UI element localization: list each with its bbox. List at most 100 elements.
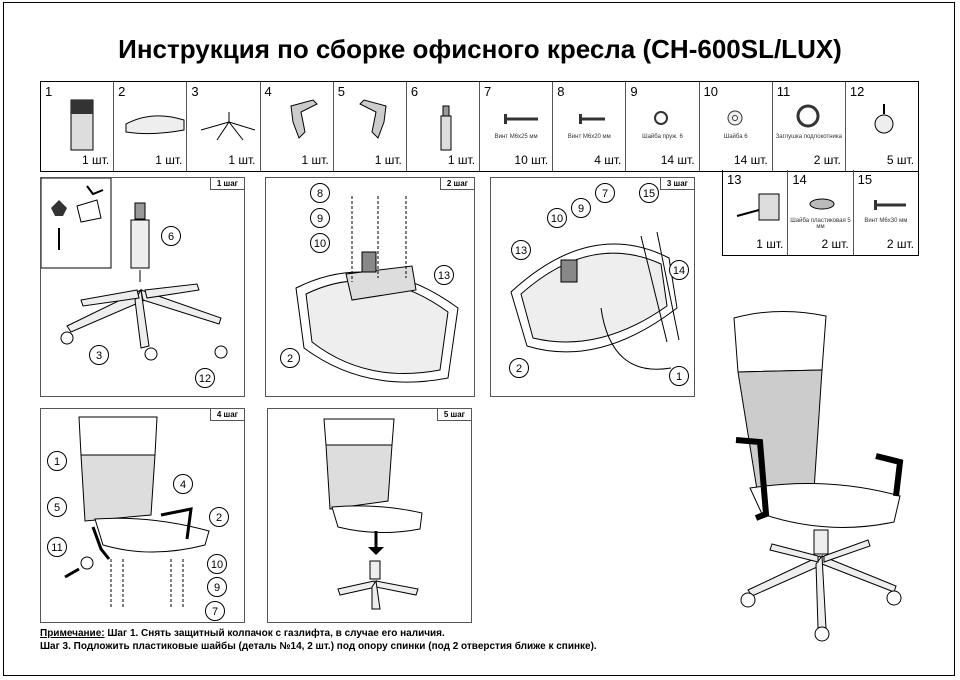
callout: 2 xyxy=(509,358,529,378)
part-qty: 2 шт. xyxy=(886,237,914,251)
part-number: 8 xyxy=(557,84,565,99)
screw-part-image xyxy=(873,200,906,210)
part-cell: 4 1 шт. xyxy=(261,82,334,171)
note-label: Примечание: xyxy=(40,628,105,639)
callout: 9 xyxy=(571,198,591,218)
part-number: 6 xyxy=(410,84,419,99)
part-qty: 14 шт. xyxy=(660,153,695,167)
callout: 1 xyxy=(47,451,67,471)
part-cell: 7 Винт М6х25 мм 10 шт. xyxy=(480,82,554,171)
part-qty: 10 шт. xyxy=(514,153,549,167)
callout: 3 xyxy=(89,345,109,365)
part-cell: 5 1 шт. xyxy=(334,82,407,171)
callout: 6 xyxy=(161,226,181,246)
part-cell: 2 1 шт. xyxy=(114,82,188,171)
part-label: Шайба 6 xyxy=(723,134,748,140)
screw-part-image xyxy=(579,114,606,124)
callout: 11 xyxy=(47,537,67,557)
step-5-diagram xyxy=(323,418,423,610)
part-qty: 4 шт. xyxy=(594,153,622,167)
base-part-image xyxy=(201,112,256,141)
part-qty: 1 шт. xyxy=(301,153,329,167)
parts-table: 1 1 шт. 2 1 шт. 3 1 шт. 4 1 шт. 5 1 шт. … xyxy=(40,81,919,172)
part-number: 10 xyxy=(703,84,719,99)
part-number: 2 xyxy=(118,84,126,99)
callout: 9 xyxy=(310,208,330,228)
callout: 7 xyxy=(205,601,225,621)
part-cell: 6 1 шт. xyxy=(407,82,481,171)
step-tag: 3 шаг xyxy=(659,178,694,190)
callout: 2 xyxy=(209,507,229,527)
part-qty: 1 шт. xyxy=(374,153,402,167)
callout: 8 xyxy=(310,183,330,203)
part-number: 3 xyxy=(191,84,199,99)
step-1-diagram xyxy=(41,178,228,361)
callout: 14 xyxy=(669,260,689,280)
step-2-panel: 2 шаг 8 9 10 13 2 xyxy=(265,177,475,397)
callout: 4 xyxy=(173,474,193,494)
seat-part-image xyxy=(125,115,185,135)
step-3-diagram xyxy=(510,231,680,370)
part-number: 13 xyxy=(727,172,742,187)
part-cell: 9 Шайба пруж. 6 14 шт. xyxy=(626,82,700,171)
washer-part-image xyxy=(727,110,743,126)
backrest-part-image xyxy=(70,99,94,151)
part-label: Шайба пластиковая 5 мм xyxy=(790,218,851,230)
step-tag: 4 шаг xyxy=(209,409,244,421)
part-qty: 14 шт. xyxy=(733,153,768,167)
page-title: Инструкция по сборке офисного кресла (CH… xyxy=(118,34,842,64)
right-armrest-part-image xyxy=(358,99,387,139)
callout: 10 xyxy=(207,554,227,574)
part-cell: 8 Винт М6х20 мм 4 шт. xyxy=(553,82,627,171)
part-number: 9 xyxy=(630,84,638,99)
gas-lift-part-image xyxy=(440,105,452,151)
part-number: 12 xyxy=(849,84,865,99)
step-4-panel: 4 шаг 1 4 5 2 11 10 9 7 xyxy=(40,408,245,623)
part-cell: 11 Заглушка подлокотника 2 шт. xyxy=(773,82,846,171)
armrest-cap-part-image xyxy=(796,104,820,128)
plastic-washer-part-image xyxy=(809,198,835,210)
part-label: Винт М6х25 мм xyxy=(494,134,538,140)
callout: 7 xyxy=(595,183,615,203)
note-line-2: Шаг 3. Подложить пластиковые шайбы (дета… xyxy=(40,641,597,652)
part-label: Шайба пруж. 6 xyxy=(642,134,683,140)
part-number: 5 xyxy=(337,84,345,99)
callout: 12 xyxy=(195,368,215,388)
part-qty: 1 шт. xyxy=(447,153,476,167)
left-armrest-part-image xyxy=(289,99,318,139)
part-cell: 13 1 шт. xyxy=(723,170,789,255)
callout: 5 xyxy=(47,497,67,517)
part-number: 14 xyxy=(792,172,807,187)
part-label: Заглушка подлокотника xyxy=(775,134,842,140)
assembled-chair-image xyxy=(733,311,904,642)
part-number: 4 xyxy=(264,84,272,99)
part-cell: 1 1 шт. xyxy=(41,82,115,171)
caster-part-image xyxy=(874,104,894,134)
note-text: Шаг 1. Снять защитный колпачок с газлифт… xyxy=(104,628,445,639)
step-tag: 5 шаг xyxy=(436,409,471,421)
part-cell: 3 1 шт. xyxy=(187,82,261,171)
part-qty: 1 шт. xyxy=(155,153,183,167)
callout: 2 xyxy=(280,348,300,368)
step-2-diagram xyxy=(295,196,459,383)
callout: 13 xyxy=(511,240,531,260)
step-1-panel: 1 шаг 6 3 12 xyxy=(40,177,245,397)
part-qty: 1 шт. xyxy=(228,153,256,167)
note-line-1: Примечание: Шаг 1. Снять защитный колпач… xyxy=(40,628,445,639)
part-qty: 1 шт. xyxy=(82,153,110,167)
part-qty: 2 шт. xyxy=(813,153,841,167)
part-qty: 5 шт. xyxy=(886,153,915,167)
part-cell: 15 Винт М6х30 мм 2 шт. xyxy=(854,170,918,255)
part-cell: 14 Шайба пластиковая 5 мм 2 шт. xyxy=(788,170,854,255)
part-label: Винт М6х20 мм xyxy=(567,134,611,140)
step-tag: 1 шаг xyxy=(209,178,244,190)
part-number: 7 xyxy=(484,84,492,99)
part-cell: 12 5 шт. xyxy=(846,82,918,171)
spring-washer-part-image xyxy=(654,111,669,125)
callout: 9 xyxy=(207,577,227,597)
callout: 10 xyxy=(310,233,330,253)
part-number: 1 xyxy=(45,84,53,99)
part-number: 15 xyxy=(857,172,873,187)
step-tag: 2 шаг xyxy=(439,178,474,190)
callout: 1 xyxy=(669,366,689,386)
